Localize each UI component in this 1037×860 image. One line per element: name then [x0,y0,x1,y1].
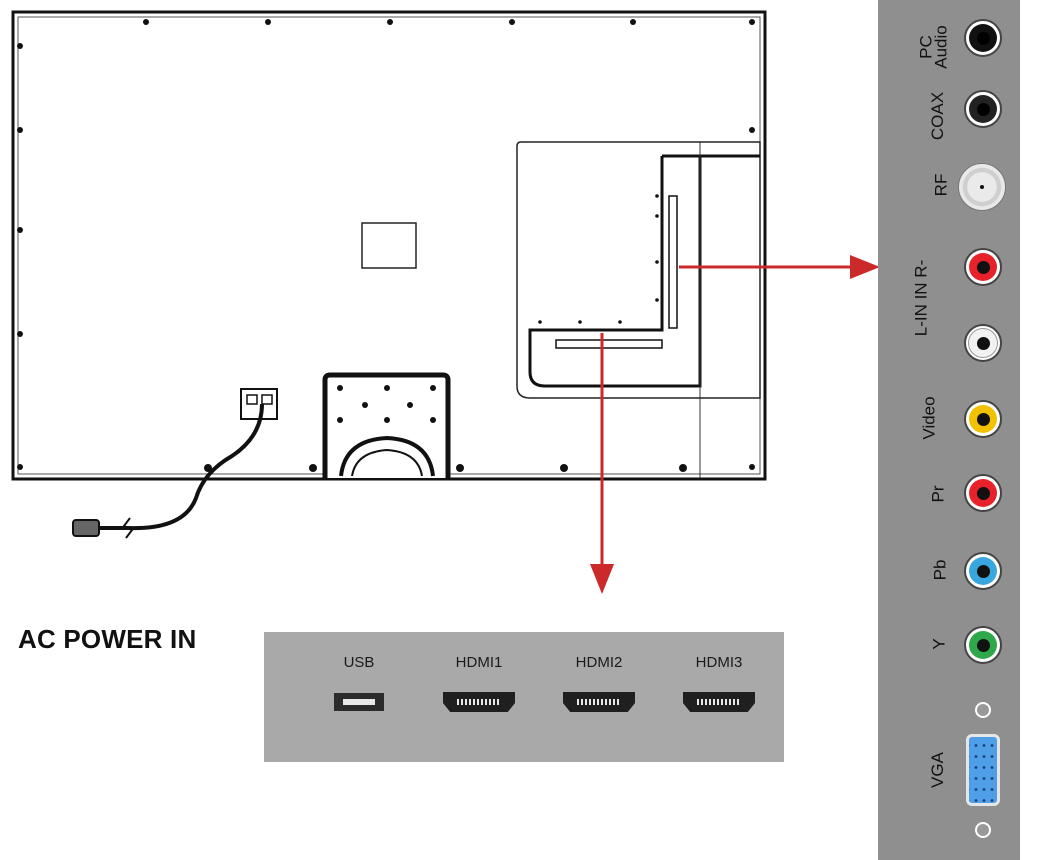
vga-screw-top-icon [975,702,991,718]
side-port-panel: PC Audio COAX RF L-IN IN R- Video Pr Pb … [878,0,1020,860]
hdmi2-label: HDMI2 [575,654,623,671]
usb-port-icon [334,693,384,711]
hdmi3-port-group: HDMI3 [664,654,774,712]
stand-handle [339,435,435,477]
hdmi3-port-icon [683,692,755,712]
pc-audio-jack-icon [964,19,1002,57]
pr-jack-icon [964,474,1002,512]
hdmi1-port-icon [443,692,515,712]
y-label: Y [929,638,949,650]
hdmi3-label: HDMI3 [695,654,743,671]
rf-label: RF [931,173,951,197]
vga-port-icon [966,734,1000,806]
vga-screw-bottom-icon [975,822,991,838]
edge-screws [17,19,755,472]
pr-label: Pr [928,485,948,503]
audio-in-label: L-IN IN R- [911,259,931,337]
stand-base [322,372,451,478]
side-port-strip [668,195,678,329]
y-jack-icon [964,626,1002,664]
bottom-port-panel: USB HDMI1 HDMI2 HDMI3 [264,632,784,762]
hdmi1-port-group: HDMI1 [424,654,534,712]
power-plug [72,519,100,537]
pc-audio-label: PC Audio [916,25,951,69]
audio-left-jack-icon [964,324,1002,362]
pb-jack-icon [964,552,1002,590]
hdmi1-label: HDMI1 [455,654,503,671]
coax-jack-icon [964,90,1002,128]
connector-housing [516,141,761,399]
coax-label: COAX [928,91,948,141]
bottom-port-strip [555,339,663,349]
pb-label: Pb [930,559,950,581]
hdmi2-port-icon [563,692,635,712]
video-jack-icon [964,400,1002,438]
ac-power-in-label: AC POWER IN [18,624,197,654]
rf-coaxial-icon [958,163,1006,211]
label-plate [361,222,417,269]
vga-label: VGA [927,752,947,788]
connector-bracket [528,154,760,388]
arrow-to-bottom-panel-head [590,564,614,594]
audio-right-jack-icon [964,248,1002,286]
power-cord [98,403,264,531]
hdmi2-port-group: HDMI2 [544,654,654,712]
usb-label: USB [343,654,375,671]
video-label: Video [919,396,939,440]
usb-port-group: USB [304,654,414,711]
arrow-to-side-panel-head [850,255,880,279]
